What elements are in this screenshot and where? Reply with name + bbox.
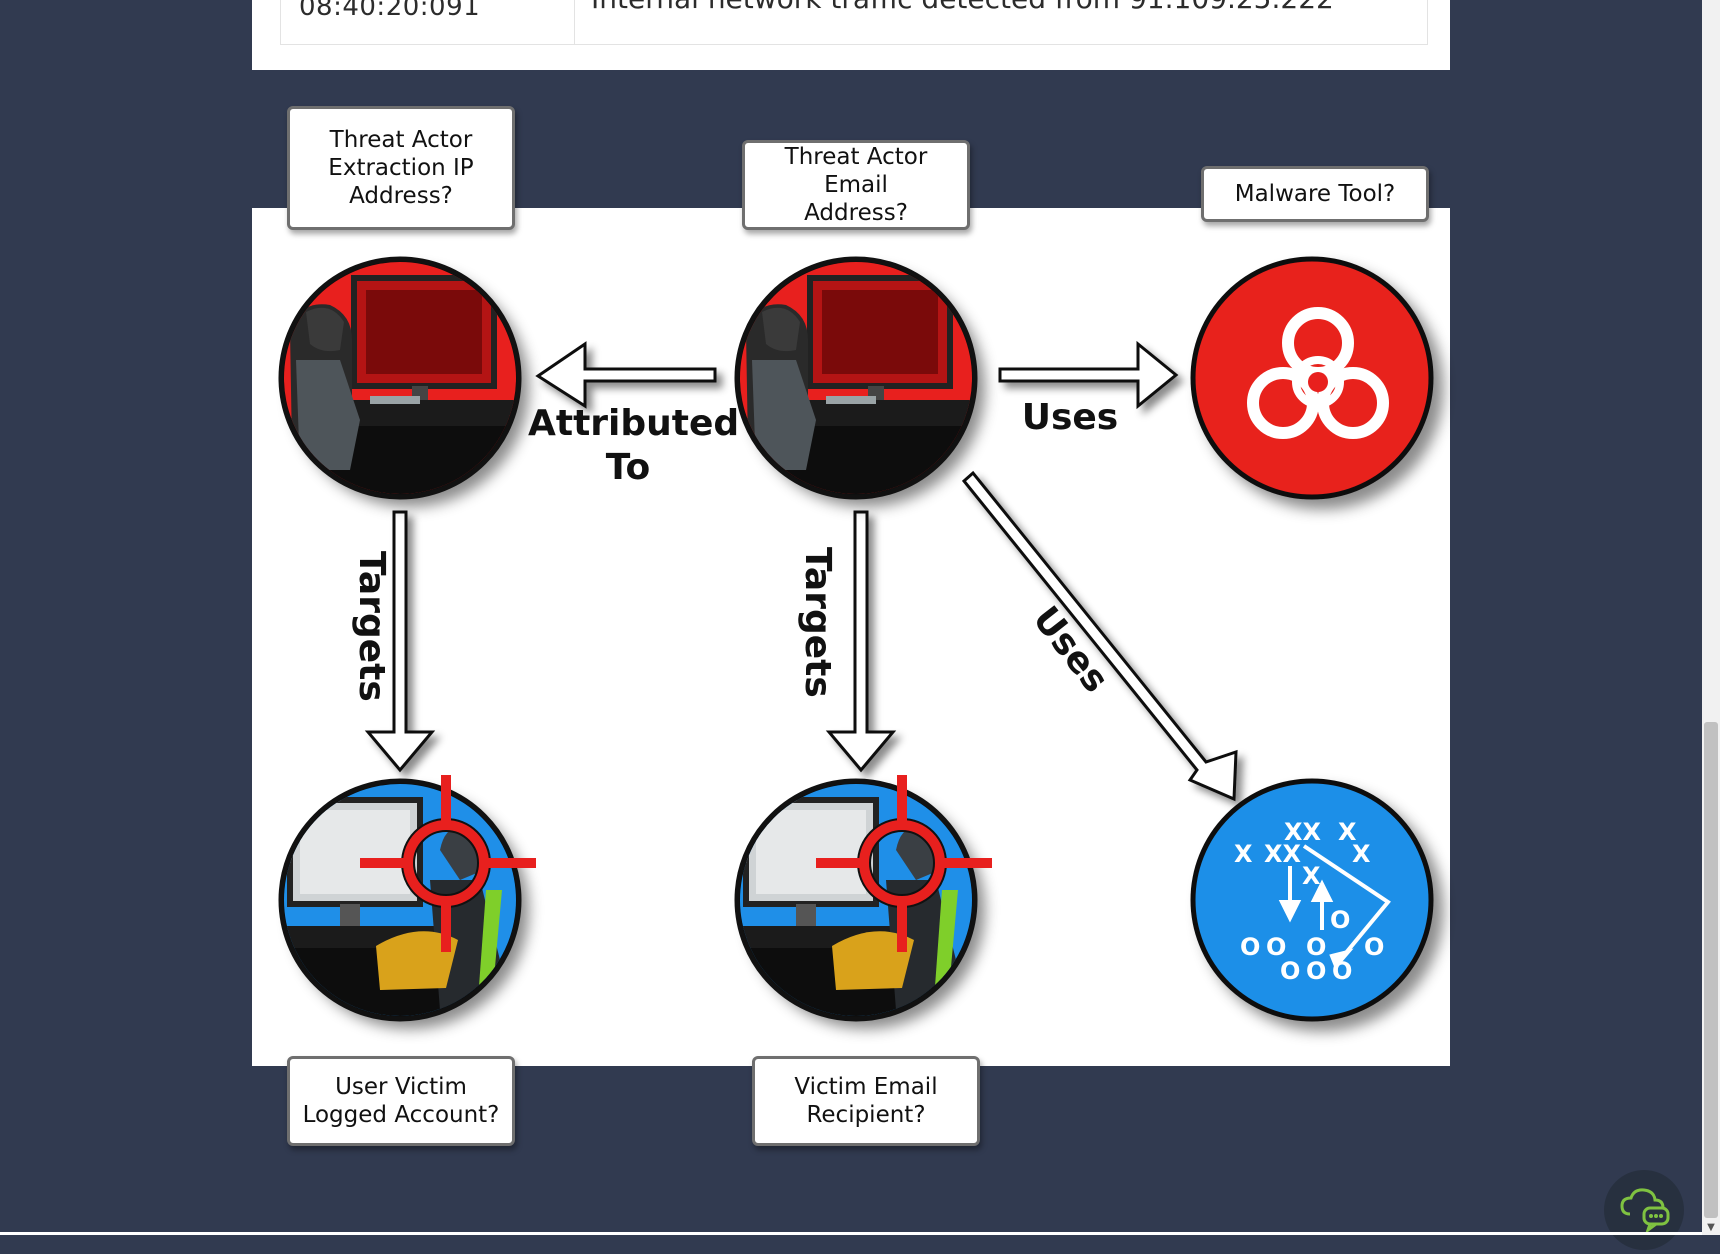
edge-label-attributed-to: Attributed To <box>528 403 740 488</box>
chat-button[interactable] <box>1604 1170 1684 1250</box>
svg-text:O: O <box>1364 933 1384 961</box>
edge-label-targets-right: Targets <box>797 547 838 698</box>
crosshair-icon <box>360 775 536 952</box>
svg-text:O: O <box>1280 957 1300 985</box>
threat-actor-ip-label: Threat Actor Extraction IP Address? <box>287 106 515 230</box>
svg-text:X: X <box>1302 862 1321 890</box>
arrow-targets-left <box>364 510 436 773</box>
svg-text:O: O <box>1306 957 1326 985</box>
targeted-user-icon <box>284 784 516 1016</box>
edge-label-uses-malware: Uses <box>1021 397 1119 438</box>
svg-text:X: X <box>1338 818 1357 846</box>
svg-text:O: O <box>1306 933 1326 961</box>
crosshair-icon <box>816 775 992 952</box>
arrow-uses-tactic <box>961 470 1238 802</box>
log-message: Internal network traffic detected from 9… <box>591 0 1334 15</box>
log-table-row: 08:40:20:091 Internal network traffic de… <box>280 0 1428 45</box>
user-victim-label: User Victim Logged Account? <box>287 1056 515 1146</box>
chat-cloud-icon <box>1620 1188 1670 1235</box>
hacker-at-computer-icon <box>740 262 972 494</box>
victim-email-node <box>734 775 992 1022</box>
threat-actor-email-label: Threat Actor Email Address? <box>742 140 970 230</box>
log-card: 08:40:20:091 Internal network traffic de… <box>252 0 1450 70</box>
edge-label-targets-left: Targets <box>351 551 392 702</box>
log-timestamp: 08:40:20:091 <box>299 0 481 22</box>
table-divider <box>574 0 575 44</box>
malware-tool-node <box>1190 256 1434 500</box>
victim-email-label: Victim Email Recipient? <box>752 1056 980 1146</box>
svg-text:O: O <box>1330 906 1350 934</box>
scrollbar-thumb[interactable] <box>1704 722 1718 1218</box>
arrow-targets-right <box>825 510 897 773</box>
scroll-down-icon[interactable]: ▼ <box>1707 1222 1715 1233</box>
hacker-at-computer-icon <box>284 262 516 494</box>
threat-actor-email-node <box>734 256 978 500</box>
svg-text:X: X <box>1352 840 1371 868</box>
arrow-uses-malware <box>998 340 1179 410</box>
threat-actor-ip-node <box>278 256 522 500</box>
arrow-attributed-to <box>535 341 717 409</box>
svg-text:O: O <box>1240 933 1260 961</box>
malware-tool-label: Malware Tool? <box>1201 166 1429 222</box>
svg-text:XX: XX <box>1264 840 1302 868</box>
svg-text:XX: XX <box>1284 818 1322 846</box>
bottom-edge <box>0 1232 1702 1235</box>
user-victim-node <box>278 775 536 1022</box>
svg-text:O: O <box>1266 933 1286 961</box>
svg-text:X: X <box>1234 840 1253 868</box>
biohazard-icon <box>1247 307 1389 439</box>
